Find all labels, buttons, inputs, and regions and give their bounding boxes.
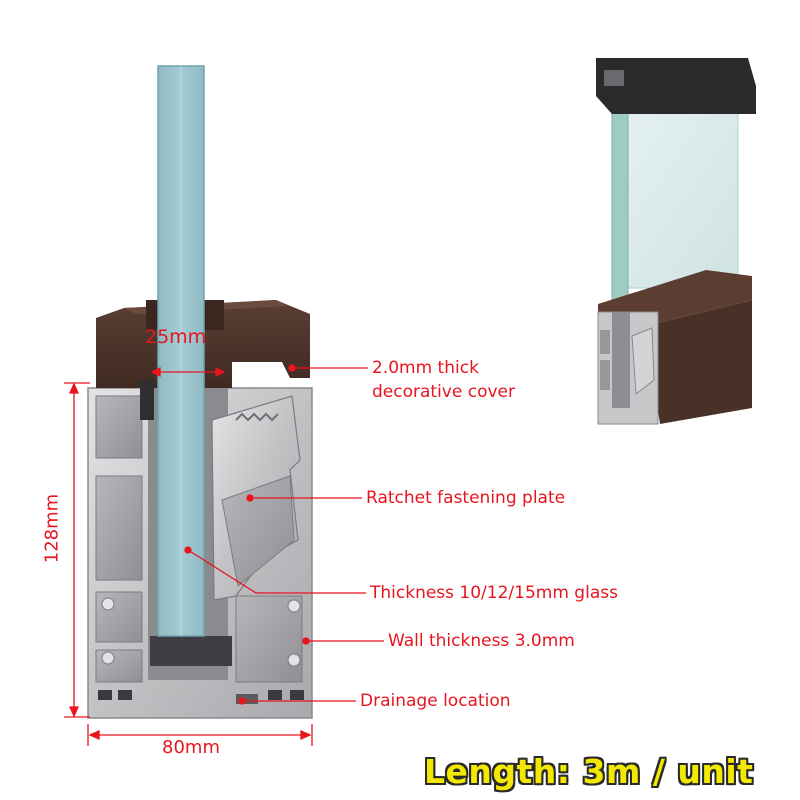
- screw-port-left-2: [101, 651, 115, 665]
- length-banner: Length: 3m / unit: [424, 752, 754, 791]
- drain-slot-4: [290, 690, 304, 700]
- leader-cover-dot: [288, 364, 296, 372]
- height-dimension: 128mm: [41, 493, 63, 564]
- glass-callout: Thickness 10/12/15mm glass: [370, 583, 618, 603]
- gasket-bottom: [150, 636, 232, 666]
- drainage-callout: Drainage location: [360, 691, 511, 711]
- left-cavity-1: [95, 395, 143, 459]
- leader-wall-dot: [302, 637, 310, 645]
- leader-glass: [187, 549, 366, 594]
- dimension-lines: [64, 366, 313, 746]
- gasket-left: [140, 380, 154, 420]
- screw-port-left-1: [101, 597, 115, 611]
- inset-assembled-railing: [596, 58, 756, 425]
- inset-handrail-slot: [604, 70, 624, 86]
- inset-base-cavity-2: [600, 360, 610, 390]
- inset-base-side: [646, 300, 752, 424]
- left-cavity-3: [95, 591, 143, 643]
- height-arrow-top: [68, 382, 80, 394]
- drain-slot-1: [98, 690, 112, 700]
- wall-callout: Wall thickness 3.0mm: [388, 631, 575, 651]
- width-dimension: 80mm: [162, 737, 220, 758]
- cover-callout-line2: decorative cover: [372, 382, 515, 402]
- glass-gap-arrow-left: [150, 366, 161, 378]
- screw-port-right-2: [287, 653, 301, 667]
- inset-base-wedge: [631, 327, 655, 395]
- glass-gap-arrow-right: [215, 366, 226, 378]
- cover-callout-line1: 2.0mm thick: [372, 358, 479, 378]
- leader-ratchet-dot: [246, 494, 254, 502]
- callout-leaders: [184, 364, 384, 705]
- drain-slot-3: [268, 690, 282, 700]
- width-arrow-right: [300, 729, 312, 741]
- drain-slot-2: [118, 690, 132, 700]
- inset-top-handrail: [596, 58, 756, 114]
- leader-glass-dot: [184, 546, 192, 554]
- main-profile-cross-section: [87, 65, 313, 719]
- glass-gap-dimension: 25mm: [145, 326, 207, 348]
- ratchet-wedge-inner: [221, 475, 295, 587]
- inset-base-cavity-1: [600, 330, 610, 354]
- drain-hole: [236, 694, 258, 704]
- left-cavity-2: [95, 475, 143, 581]
- width-arrow-left: [88, 729, 100, 741]
- ratchet-callout: Ratchet fastening plate: [366, 488, 566, 508]
- ratchet-teeth: [235, 412, 279, 422]
- leader-drainage-dot: [238, 697, 246, 705]
- inset-glass-pane: [611, 107, 739, 289]
- height-arrow-bottom: [68, 706, 80, 718]
- screw-port-right-1: [287, 599, 301, 613]
- inset-base-channel: [612, 312, 630, 408]
